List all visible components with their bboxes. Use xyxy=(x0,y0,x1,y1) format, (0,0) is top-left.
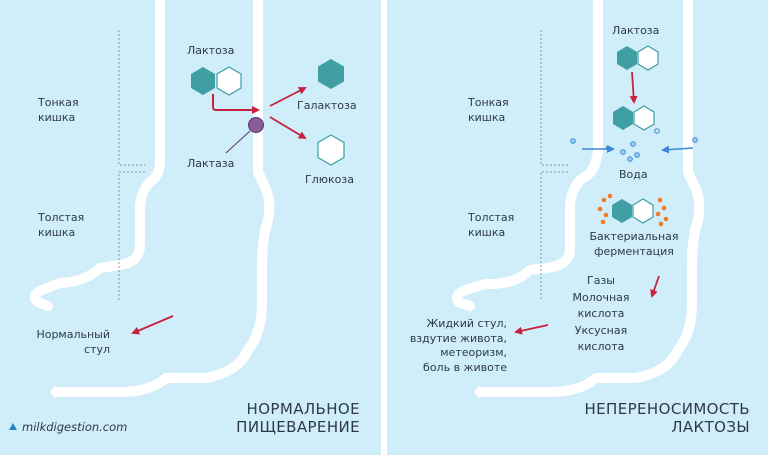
right-lactose-label: Лактоза xyxy=(612,24,660,37)
bacterial-fermentation-icon xyxy=(597,193,669,227)
water-in-arrow-right xyxy=(661,145,694,154)
products-line5: кислота xyxy=(577,340,625,353)
symptoms-label: Жидкий стул, вздутие живота, метеоризм, … xyxy=(392,317,507,375)
glucose-arrow xyxy=(269,116,307,140)
water-label: Вода xyxy=(619,168,648,181)
left-large-intestine-bracket xyxy=(118,171,145,300)
left-stool-arrow xyxy=(131,315,174,335)
left-panel-title: НОРМАЛЬНОЕ ПИЩЕВАРЕНИЕ xyxy=(200,400,360,436)
left-stool-line2: стул xyxy=(84,343,110,356)
left-title-line2: ПИЩЕВАРЕНИЕ xyxy=(236,418,360,436)
symptoms-line1: Жидкий стул, xyxy=(426,317,507,330)
right-large-intestine-line1: Толстая xyxy=(468,211,515,224)
left-lactose-label: Лактоза xyxy=(187,44,235,57)
left-small-intestine-line2: кишка xyxy=(38,111,76,124)
glucose-hexagon-icon xyxy=(317,134,345,166)
right-large-intestine-label: Толстая кишка xyxy=(468,210,514,240)
right-lactose-molecule-icon xyxy=(617,45,659,71)
lactase-label: Лактаза xyxy=(187,157,235,170)
left-intestine-outline xyxy=(29,0,275,397)
lactase-enzyme-dot xyxy=(248,117,264,133)
left-lactose-to-split-arrow xyxy=(212,94,260,114)
products-line1: Газы xyxy=(587,274,615,287)
left-stool-label: Нормальный стул xyxy=(18,327,110,357)
left-stool-line1: Нормальный xyxy=(36,328,110,341)
left-small-intestine-bracket xyxy=(118,30,145,166)
left-large-intestine-line1: Толстая xyxy=(38,211,85,224)
symptoms-line2: вздутие живота, xyxy=(409,331,507,345)
left-lactose-molecule-icon xyxy=(191,66,242,96)
fermentation-products-label: Газы Молочная кислота Уксусная кислота xyxy=(560,273,642,356)
right-title-line2: ЛАКТОЗЫ xyxy=(671,418,750,436)
right-panel-background xyxy=(387,0,768,455)
right-fermentation-arrow xyxy=(650,275,660,298)
right-large-intestine-bracket xyxy=(540,171,568,300)
galactose-hexagon-icon xyxy=(318,59,344,89)
brand-site-link[interactable]: milkdigestion.com xyxy=(22,420,128,434)
fermentation-line1: Бактериальная xyxy=(589,230,679,243)
right-large-intestine-line2: кишка xyxy=(468,226,506,239)
triangle-logo-icon xyxy=(9,423,17,430)
symptoms-line4: боль в животе xyxy=(423,360,507,374)
right-small-intestine-line2: кишка xyxy=(468,111,506,124)
fermentation-line2: ферментация xyxy=(594,245,674,258)
left-small-intestine-line1: Тонкая xyxy=(38,96,79,109)
products-line4: Уксусная xyxy=(574,323,628,337)
glucose-label: Глюкоза xyxy=(305,173,354,186)
right-small-intestine-label: Тонкая кишка xyxy=(468,95,509,125)
left-large-intestine-label: Толстая кишка xyxy=(38,210,84,240)
left-small-intestine-label: Тонкая кишка xyxy=(38,95,79,125)
right-symptoms-arrow xyxy=(514,324,549,335)
galactose-arrow xyxy=(269,87,307,107)
right-lactose-down-arrow xyxy=(629,71,638,104)
right-unabsorbed-lactose-icon xyxy=(613,105,655,131)
right-intestine-outline xyxy=(452,0,705,397)
right-small-intestine-line1: Тонкая xyxy=(468,96,509,109)
fermentation-label: Бактериальная ферментация xyxy=(578,229,690,259)
products-line2: Молочная xyxy=(572,290,630,304)
right-title-line1: НЕПЕРЕНОСИМОСТЬ xyxy=(584,400,750,418)
right-panel-title: НЕПЕРЕНОСИМОСТЬ ЛАКТОЗЫ xyxy=(560,400,750,436)
right-small-intestine-bracket xyxy=(540,30,568,166)
galactose-label: Галактоза xyxy=(297,99,357,112)
water-droplet-icon xyxy=(654,128,660,134)
left-large-intestine-line2: кишка xyxy=(38,226,76,239)
symptoms-line3: метеоризм, xyxy=(440,346,507,359)
left-title-line1: НОРМАЛЬНОЕ xyxy=(246,400,360,418)
products-line3: кислота xyxy=(577,307,625,320)
lactase-pointer-line xyxy=(225,130,251,154)
